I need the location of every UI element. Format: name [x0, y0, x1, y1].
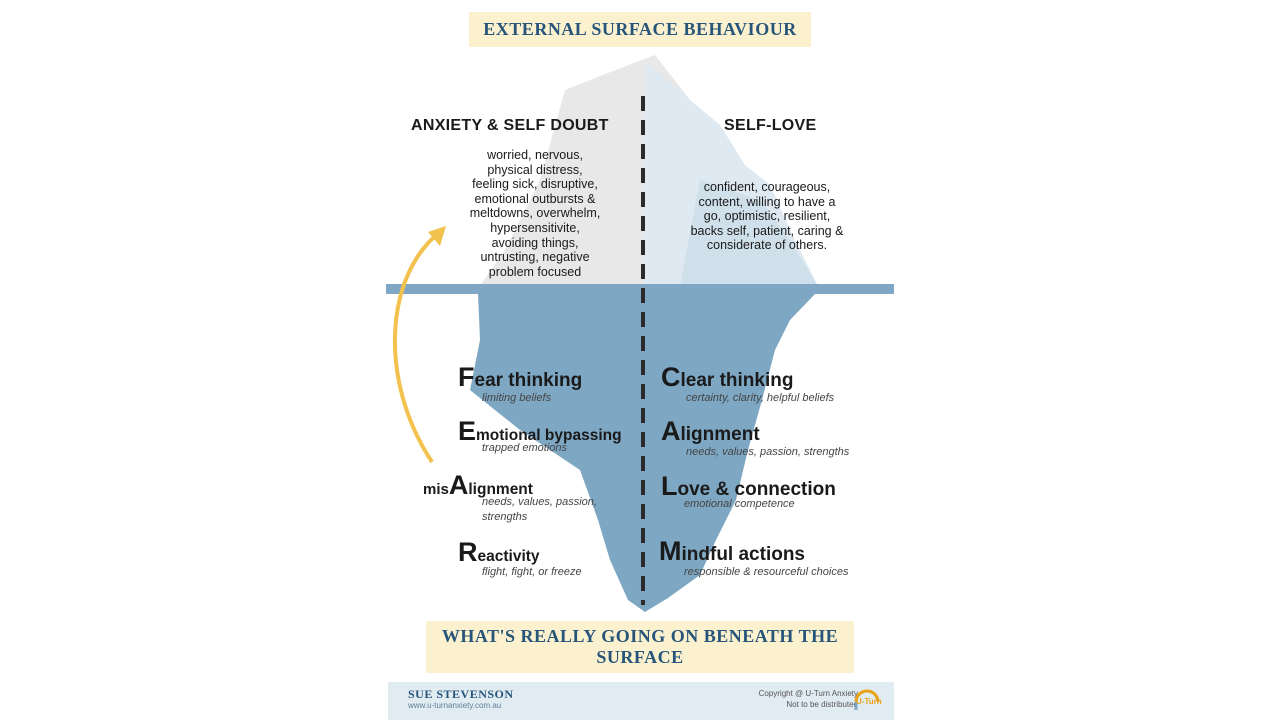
footer-url: www.u-turnanxiety.com.au: [408, 701, 502, 710]
iceberg-tip-shade: [680, 180, 818, 286]
footer-distribution-note: Not to be distributed: [786, 700, 858, 709]
water-line: [386, 284, 894, 294]
left-item-misalignment-sub: needs, values, passion, strengths: [482, 495, 597, 525]
left-description-line: feeling sick, disruptive,: [472, 177, 598, 192]
left-description-line: problem focused: [488, 264, 582, 279]
item-title: ear thinking: [474, 370, 583, 391]
logo-text: U-Turn: [856, 697, 882, 706]
acronym-letter: A: [448, 470, 469, 500]
left-item-reactivity-sub: flight, fight, or freeze: [482, 566, 582, 578]
left-description-line: emotional outbursts &: [474, 191, 596, 206]
item-title: ove & connection: [677, 479, 836, 500]
left-description-line: hypersensitivite,: [490, 220, 580, 235]
arrow-head-icon: [428, 226, 446, 246]
left-description-line: untrusting, negative: [480, 250, 590, 265]
left-description-line: worried, nervous,: [487, 148, 583, 162]
left-description: worried, nervous, physical distress, fee…: [440, 148, 630, 279]
item-title: lear thinking: [680, 370, 794, 391]
right-item-alignment-sub: needs, values, passion, strengths: [686, 446, 850, 458]
item-title: lignment: [680, 424, 760, 445]
item-title: motional bypassing: [476, 427, 622, 444]
right-description-line: backs self, patient, caring &: [690, 223, 844, 238]
right-description-line: confident, courageous,: [703, 180, 831, 194]
right-heading: SELF-LOVE: [724, 117, 817, 134]
footer: SUE STEVENSON www.u-turnanxiety.com.au C…: [388, 682, 894, 720]
sub-line: needs, values, passion,: [482, 496, 597, 508]
right-item-mindful-actions-sub: responsible & resourceful choices: [684, 566, 849, 578]
bottom-banner-line: WHAT'S REALLY GOING ON BENEATH THE: [441, 626, 839, 646]
right-item-alignment: Alignment: [661, 416, 760, 447]
footer-copyright: Copyright @ U-Turn Anxiety: [758, 689, 858, 698]
curved-up-arrow-icon: [392, 230, 442, 464]
acronym-letter: C: [661, 362, 681, 392]
acronym-letter: R: [458, 537, 478, 567]
left-description-line: physical distress,: [487, 162, 583, 177]
bottom-banner-line: SURFACE: [596, 647, 684, 667]
item-title: lignment: [468, 481, 533, 498]
right-item-mindful-actions: Mindful actions: [659, 536, 805, 567]
right-item-clear-thinking-sub: certainty, clarity, helpful beliefs: [686, 392, 835, 404]
item-title: indful actions: [681, 544, 806, 565]
left-heading: ANXIETY & SELF DOUBT: [411, 117, 609, 134]
right-description-line: content, willing to have a: [698, 194, 836, 209]
left-item-misalignment: misAlignment: [423, 470, 533, 501]
right-item-love-connection: Love & connection: [661, 471, 836, 502]
item-prefix: mis: [423, 481, 449, 498]
right-item-love-connection-sub: emotional competence: [684, 498, 795, 510]
sub-line: strengths: [482, 511, 528, 523]
right-item-clear-thinking: Clear thinking: [661, 362, 793, 393]
left-description-line: avoiding things,: [491, 235, 579, 250]
u-turn-logo-icon: [854, 689, 880, 710]
acronym-letter: M: [659, 536, 682, 566]
acronym-letter: L: [661, 471, 678, 501]
right-description: confident, courageous, content, willing …: [662, 180, 872, 253]
left-item-reactivity: Reactivity: [458, 537, 540, 568]
iceberg-tip-left: [480, 55, 690, 286]
left-item-emotional: Emotional bypassing: [458, 416, 622, 447]
footer-author-name: SUE STEVENSON: [408, 687, 514, 701]
right-description-line: considerate of others.: [706, 238, 828, 253]
left-item-fear: Fear thinking: [458, 362, 582, 393]
item-title: eactivity: [477, 548, 540, 565]
left-description-line: meltdowns, overwhelm,: [469, 206, 601, 221]
acronym-letter: A: [661, 416, 681, 446]
right-description-line: go, optimistic, resilient,: [703, 209, 831, 224]
acronym-letter: F: [458, 362, 475, 392]
left-item-fear-sub: limiting beliefs: [482, 392, 552, 404]
bottom-banner: WHAT'S REALLY GOING ON BENEATH THE SURFA…: [426, 621, 854, 673]
top-banner: EXTERNAL SURFACE BEHAVIOUR: [469, 12, 811, 47]
left-item-emotional-sub: trapped emotions: [482, 442, 567, 454]
acronym-letter: E: [458, 416, 477, 446]
iceberg-underwater: [470, 294, 815, 612]
